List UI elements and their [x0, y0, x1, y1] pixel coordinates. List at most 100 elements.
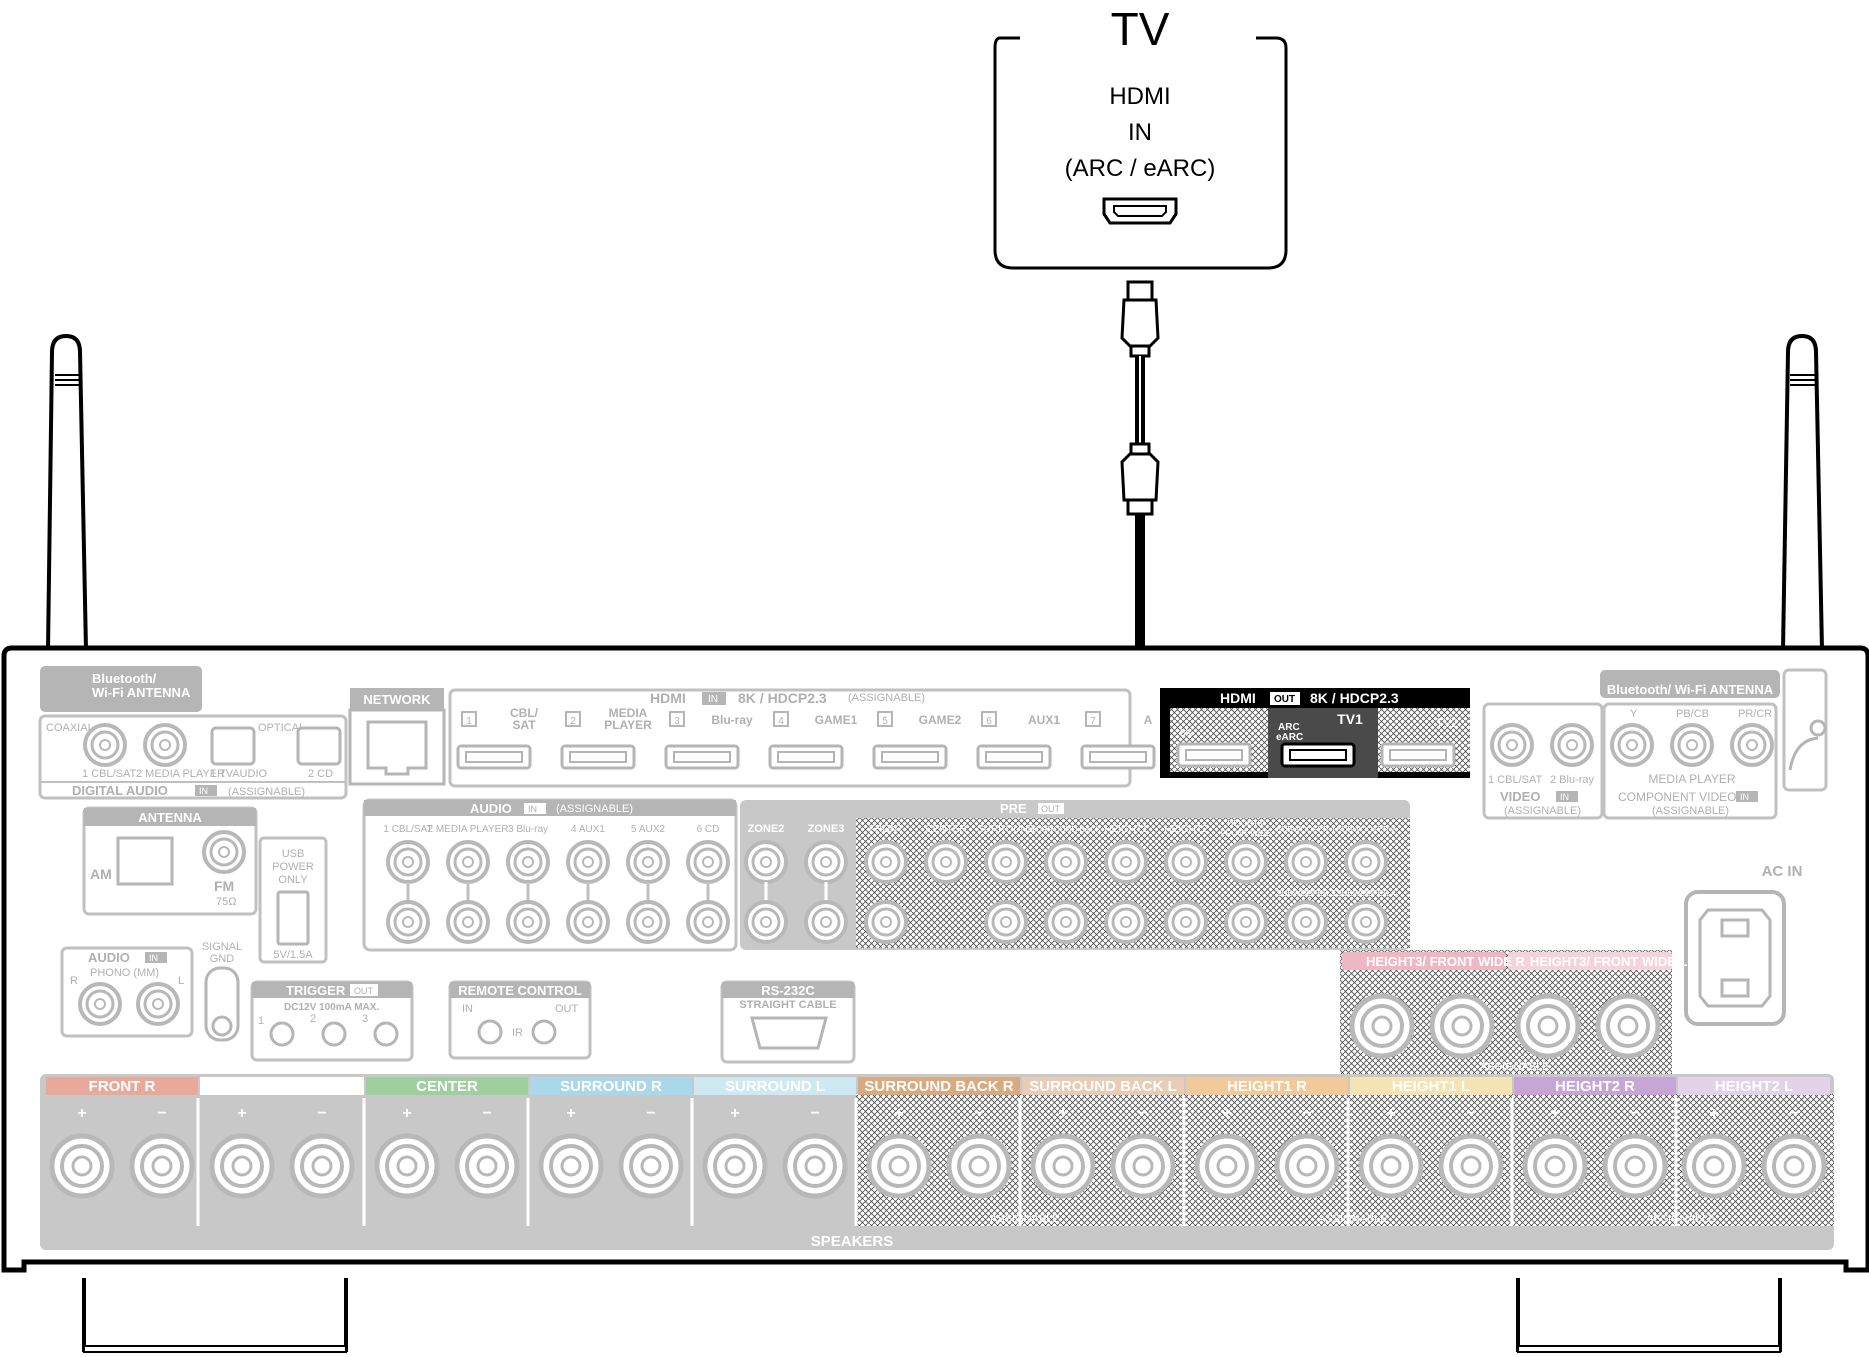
height3-r-minus[interactable]: [1432, 996, 1492, 1056]
signal-gnd-terminal[interactable]: [211, 1015, 233, 1037]
audio-in-jack-r[interactable]: [566, 900, 610, 944]
height3-l-plus[interactable]: [1518, 996, 1578, 1056]
speaker-plus-terminal[interactable]: [1684, 1136, 1744, 1196]
optical-port-1[interactable]: [210, 726, 256, 766]
pre-out-jack-bottom[interactable]: [864, 900, 908, 944]
svg-text:2 Blu-ray: 2 Blu-ray: [1550, 774, 1595, 786]
speaker-plus-terminal[interactable]: [1525, 1136, 1585, 1196]
zone-jack-r[interactable]: [804, 900, 848, 944]
speaker-minus-terminal[interactable]: [785, 1136, 845, 1196]
speaker-plus-terminal[interactable]: [212, 1136, 272, 1196]
network-port[interactable]: [366, 720, 428, 776]
speaker-minus-terminal[interactable]: [621, 1136, 681, 1196]
pre-out-jack-top[interactable]: [1224, 840, 1268, 884]
svg-text:DC12V 100mA MAX.: DC12V 100mA MAX.: [284, 1002, 379, 1013]
audio-in-jack-l[interactable]: [506, 840, 550, 884]
phono-jack-l[interactable]: [136, 982, 180, 1026]
audio-in-jack-r[interactable]: [506, 900, 550, 944]
rs232c-port[interactable]: [750, 1016, 828, 1050]
zone-jack-r[interactable]: [744, 900, 788, 944]
fm-antenna-jack[interactable]: [202, 830, 246, 874]
height3-l-minus[interactable]: [1598, 996, 1658, 1056]
svg-text:REMOTE CONTROL: REMOTE CONTROL: [458, 983, 582, 998]
speaker-plus-terminal[interactable]: [52, 1136, 112, 1196]
component-pb-jack[interactable]: [1670, 723, 1714, 767]
speaker-minus-terminal[interactable]: [949, 1136, 1009, 1196]
speaker-plus-terminal[interactable]: [1197, 1136, 1257, 1196]
coaxial-jack-2[interactable]: [143, 723, 187, 767]
pre-out-jack-bottom[interactable]: [1344, 900, 1388, 944]
am-antenna-terminal[interactable]: [116, 836, 174, 886]
component-pr-jack[interactable]: [1730, 723, 1774, 767]
hdmi-out-8k-port[interactable]: [1176, 742, 1252, 768]
height3-r-plus[interactable]: [1352, 996, 1412, 1056]
phono-jack-r[interactable]: [78, 982, 122, 1026]
pre-out-jack-bottom[interactable]: [1164, 900, 1208, 944]
pre-out-jack-bottom[interactable]: [1044, 900, 1088, 944]
audio-in-jack-r[interactable]: [446, 900, 490, 944]
minus-icon: −: [1630, 1105, 1639, 1122]
pre-out-jack-top[interactable]: [924, 840, 968, 884]
pre-out-jack-top[interactable]: [1284, 840, 1328, 884]
pre-out-jack-top[interactable]: [1104, 840, 1148, 884]
speaker-minus-terminal[interactable]: [132, 1136, 192, 1196]
zone-jack-l[interactable]: [744, 840, 788, 884]
pre-out-jack-bottom[interactable]: [1104, 900, 1148, 944]
audio-in-jack-l[interactable]: [626, 840, 670, 884]
pre-out-jack-top[interactable]: [864, 840, 908, 884]
audio-in-jack-l[interactable]: [386, 840, 430, 884]
speaker-plus-terminal[interactable]: [869, 1136, 929, 1196]
speaker-minus-terminal[interactable]: [1441, 1136, 1501, 1196]
component-y-jack[interactable]: [1610, 723, 1654, 767]
pre-out-jack-top[interactable]: [1164, 840, 1208, 884]
speaker-minus-terminal[interactable]: [1605, 1136, 1665, 1196]
hdmi-out-tv2-port[interactable]: [1380, 742, 1456, 768]
audio-in-jack-l[interactable]: [446, 840, 490, 884]
audio-in-jack-l[interactable]: [566, 840, 610, 884]
speaker-minus-terminal[interactable]: [1277, 1136, 1337, 1196]
network-section: NETWORK: [348, 688, 446, 786]
audio-in-jack-r[interactable]: [686, 900, 730, 944]
trigger-jack-2[interactable]: [321, 1021, 347, 1047]
pre-out-jack-bottom[interactable]: [1224, 900, 1268, 944]
optical-port-2[interactable]: [296, 726, 342, 766]
pre-out-jack-bottom[interactable]: [984, 900, 1028, 944]
speaker-plus-terminal[interactable]: [1361, 1136, 1421, 1196]
audio-in-jack-r[interactable]: [626, 900, 670, 944]
trigger-jack-1[interactable]: [269, 1021, 295, 1047]
speaker-minus-terminal[interactable]: [292, 1136, 352, 1196]
coaxial-jack-1[interactable]: [83, 723, 127, 767]
speaker-plus-terminal[interactable]: [705, 1136, 765, 1196]
speaker-minus-terminal[interactable]: [1764, 1136, 1824, 1196]
pre-out-jack-bottom[interactable]: [1284, 900, 1328, 944]
svg-text:OPTICAL: OPTICAL: [258, 722, 305, 734]
speaker-plus-terminal[interactable]: [377, 1136, 437, 1196]
speaker-plus-terminal[interactable]: [541, 1136, 601, 1196]
pre-out-jack-top[interactable]: [984, 840, 1028, 884]
video-jack-1[interactable]: [1490, 723, 1534, 767]
remote-control-section: REMOTE CONTROL IN OUT IR: [448, 980, 592, 1060]
speaker-minus-terminal[interactable]: [1113, 1136, 1173, 1196]
audio-in-jack-l[interactable]: [686, 840, 730, 884]
pre-out-channel-label: HEIGHT3/: [1228, 819, 1266, 828]
trigger-jack-3[interactable]: [373, 1021, 399, 1047]
ac-in-socket[interactable]: [1698, 908, 1772, 1008]
remote-in-jack[interactable]: [477, 1019, 503, 1045]
pre-out-jack-top[interactable]: [1044, 840, 1088, 884]
zone-jack-l[interactable]: [804, 840, 848, 884]
hdmi-out-tv1-port[interactable]: [1280, 742, 1356, 768]
usb-port[interactable]: [276, 890, 310, 946]
speaker-minus-terminal[interactable]: [457, 1136, 517, 1196]
video-jack-2[interactable]: [1550, 723, 1594, 767]
audio-in-jack-r[interactable]: [386, 900, 430, 944]
pre-out-jack-top[interactable]: [1344, 840, 1388, 884]
remote-out-jack[interactable]: [531, 1019, 557, 1045]
speaker-plus-terminal[interactable]: [1033, 1136, 1093, 1196]
